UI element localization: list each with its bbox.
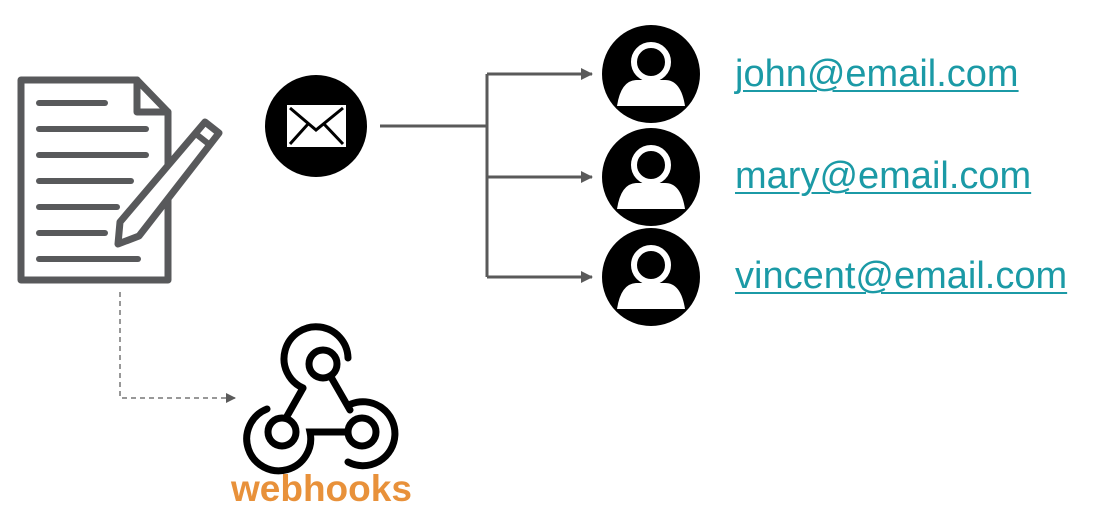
- webhook-icon: [243, 323, 399, 475]
- envelope-icon: [265, 75, 367, 177]
- webhooks-label: webhooks: [231, 468, 412, 509]
- recipient-email-john[interactable]: john@email.com: [735, 53, 1019, 95]
- user-icon: [602, 128, 700, 226]
- user-icon: [602, 228, 700, 326]
- recipient-email-mary[interactable]: mary@email.com: [735, 155, 1032, 197]
- document-edit-icon: [17, 76, 223, 284]
- dashed-arrow-to-webhooks: [119, 292, 236, 403]
- recipient-email-vincent[interactable]: vincent@email.com: [735, 255, 1068, 297]
- distribution-connector: [380, 68, 593, 283]
- user-icon: [602, 25, 700, 123]
